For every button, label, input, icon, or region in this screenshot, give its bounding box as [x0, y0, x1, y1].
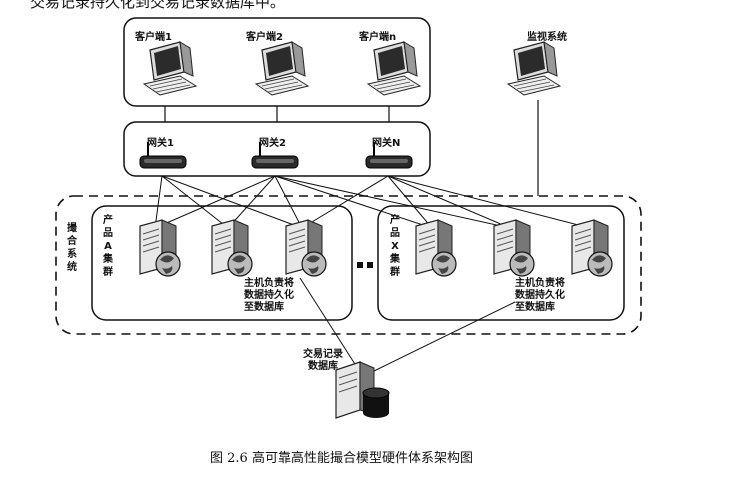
gateway-n-label: 网关N [372, 138, 401, 149]
cluster-x-persist-note: 主机负责将数据持久化至数据库 [515, 278, 565, 313]
cluster-x-server-3-icon [571, 219, 613, 277]
monitor-system-label: 监视系统 [527, 32, 567, 43]
figure-caption: 图 2.6 高可靠高性能撮合模型硬件体系架构图 [210, 451, 473, 466]
cluster-a-server-3-icon [285, 219, 327, 277]
matching-system-label: 撮合系统 [67, 223, 77, 273]
matching-system-box [55, 195, 642, 335]
ellipsis-icon [357, 262, 363, 268]
client-1-pc-icon [143, 41, 197, 96]
cluster-x-box [377, 205, 625, 321]
database-icon [335, 361, 390, 419]
client-2-label: 客户端2 [246, 32, 283, 43]
cluster-a-server-2-icon [211, 219, 253, 277]
client-n-pc-icon [367, 41, 421, 96]
db-link-x [371, 301, 516, 373]
cluster-a-persist-note: 主机负责将数据持久化至数据库 [244, 278, 294, 313]
database-label: 交易记录数据库 [303, 349, 343, 372]
cluster-x-server-2-icon [493, 219, 535, 277]
client-2-pc-icon [255, 41, 309, 96]
db-link-a [299, 277, 361, 373]
gateway-2-label: 网关2 [259, 138, 286, 149]
top-text: 交易记录持久化到交易记录数据库中。 [30, 0, 286, 11]
cluster-x-server-1-icon [415, 219, 457, 277]
monitor-system-pc-icon [507, 41, 561, 96]
client-1-label: 客户端1 [135, 32, 172, 43]
cluster-a-server-1-icon [139, 219, 181, 277]
client-n-label: 客户端n [359, 32, 397, 43]
gateway-1-label: 网关1 [147, 138, 174, 149]
cluster-a-box [91, 205, 353, 321]
